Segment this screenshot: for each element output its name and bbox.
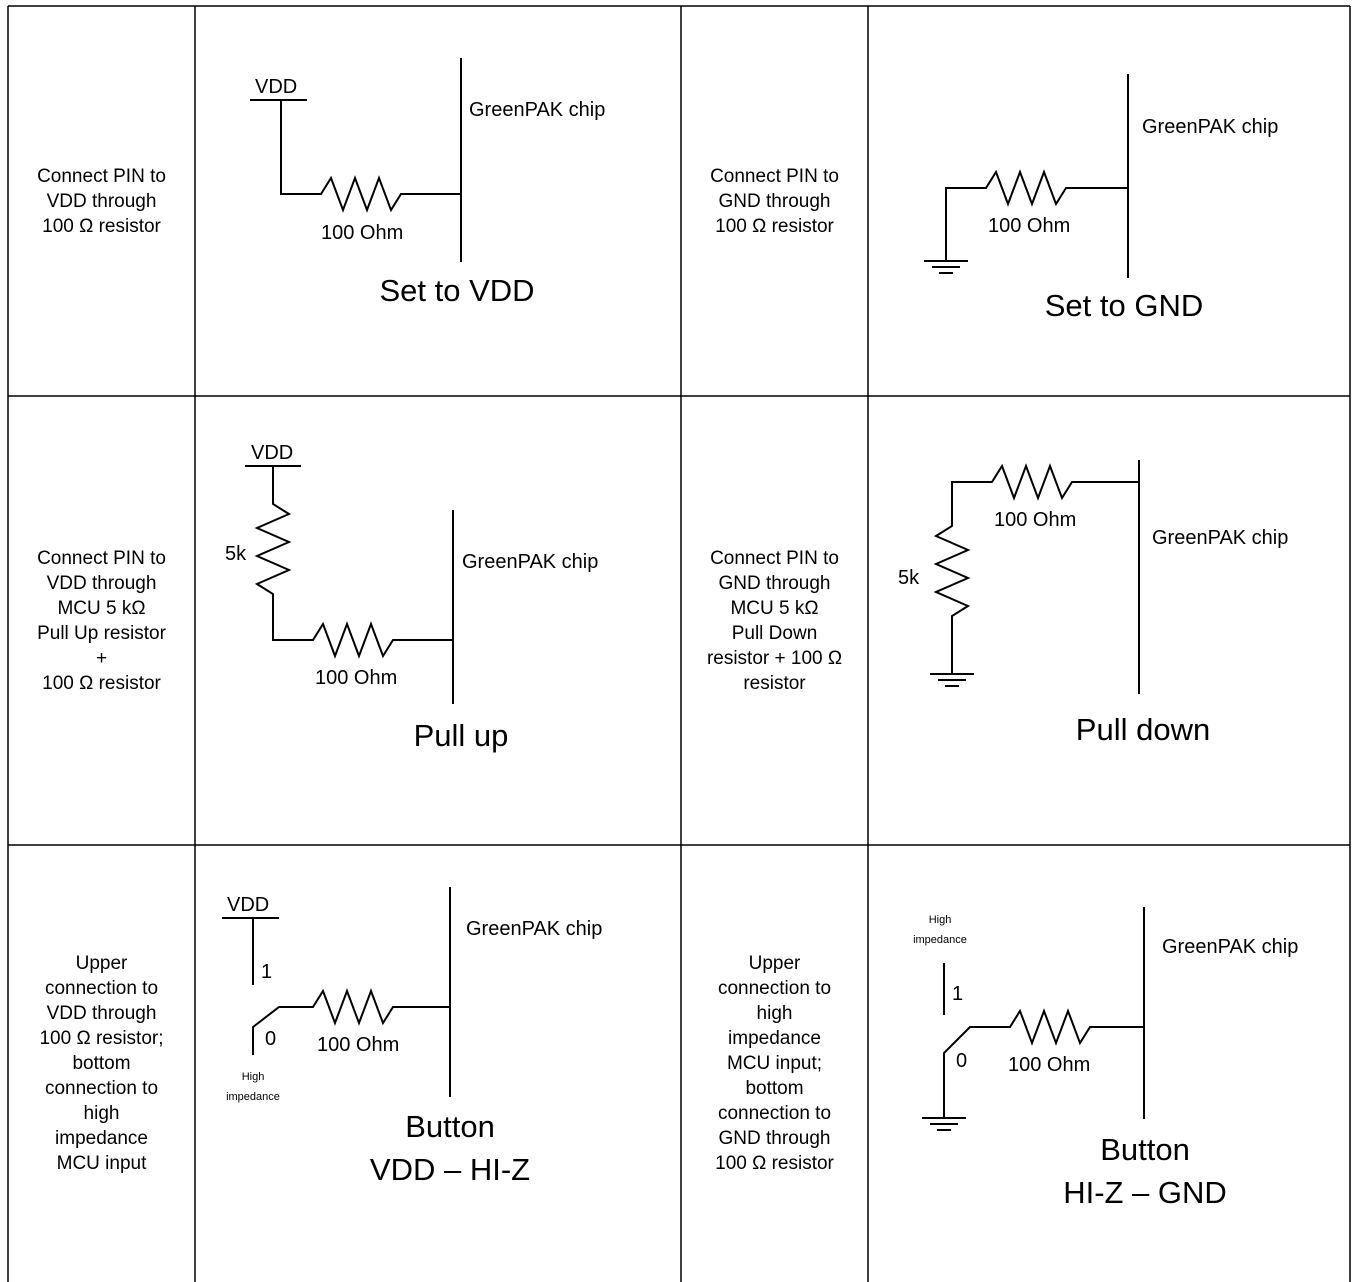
pull-down-diagram: 5k 100 Ohm GreenPAK chip Pull down xyxy=(898,460,1288,747)
vdd-label: VDD xyxy=(251,442,293,464)
vdd-label: VDD xyxy=(255,76,297,98)
pull-resistor-label: 5k xyxy=(225,543,247,565)
row3-left-description: Upper connection to VDD through 100 Ω re… xyxy=(39,953,164,1174)
row1-right-description: Connect PIN to GND through 100 Ω resisto… xyxy=(710,165,839,237)
resistor-label: 100 Ohm xyxy=(994,509,1076,531)
chip-label: GreenPAK chip xyxy=(462,551,598,573)
caption: Pull up xyxy=(414,718,509,753)
caption-line1: Button xyxy=(1100,1132,1190,1167)
caption-line2: VDD – HI-Z xyxy=(370,1152,530,1187)
chip-label: GreenPAK chip xyxy=(466,918,602,940)
switch-upper-label: 1 xyxy=(952,983,963,1005)
resistor-label: 100 Ohm xyxy=(317,1034,399,1056)
chip-label: GreenPAK chip xyxy=(1152,527,1288,549)
chip-label: GreenPAK chip xyxy=(1162,936,1298,958)
button-vdd-hiz-diagram: VDD 1 0 High impedance 100 Ohm GreenPAK … xyxy=(222,887,602,1187)
switch-upper-label: 1 xyxy=(261,961,272,983)
hiz-label-line2: impedance xyxy=(913,934,967,946)
caption-line2: HI-Z – GND xyxy=(1063,1175,1227,1210)
chip-label: GreenPAK chip xyxy=(469,99,605,121)
hiz-label-line1: High xyxy=(242,1071,265,1083)
hiz-label-line2: impedance xyxy=(226,1091,280,1103)
pull-resistor-label: 5k xyxy=(898,567,920,589)
caption: Set to VDD xyxy=(379,273,534,308)
switch-lower-label: 0 xyxy=(956,1050,967,1072)
row1-left-description: Connect PIN to VDD through 100 Ω resisto… xyxy=(37,165,166,237)
set-to-gnd-diagram: 100 Ohm GreenPAK chip Set to GND xyxy=(924,74,1278,323)
button-hiz-gnd-diagram: High impedance 1 0 100 Ohm GreenPAK chip… xyxy=(913,907,1298,1210)
vdd-label: VDD xyxy=(227,894,269,916)
row2-right-description: Connect PIN to GND through MCU 5 kΩ Pull… xyxy=(706,547,843,694)
resistor-label: 100 Ohm xyxy=(321,222,403,244)
hiz-label-line1: High xyxy=(929,914,952,926)
chip-label: GreenPAK chip xyxy=(1142,116,1278,138)
switch-lower-label: 0 xyxy=(265,1028,276,1050)
row3-right-description: Upper connection to high impedance MCU i… xyxy=(715,953,834,1174)
resistor-label: 100 Ohm xyxy=(1008,1054,1090,1076)
caption: Set to GND xyxy=(1045,288,1204,323)
resistor-label: 100 Ohm xyxy=(315,667,397,689)
row2-left-description: Connect PIN to VDD through MCU 5 kΩ Pull… xyxy=(37,547,166,694)
pull-up-diagram: VDD 5k 100 Ohm GreenPAK chip Pull up xyxy=(225,442,598,753)
resistor-label: 100 Ohm xyxy=(988,215,1070,237)
caption-line1: Button xyxy=(405,1109,495,1144)
caption: Pull down xyxy=(1076,712,1210,747)
set-to-vdd-diagram: VDD 100 Ohm GreenPAK chip Set to VDD xyxy=(250,58,605,308)
